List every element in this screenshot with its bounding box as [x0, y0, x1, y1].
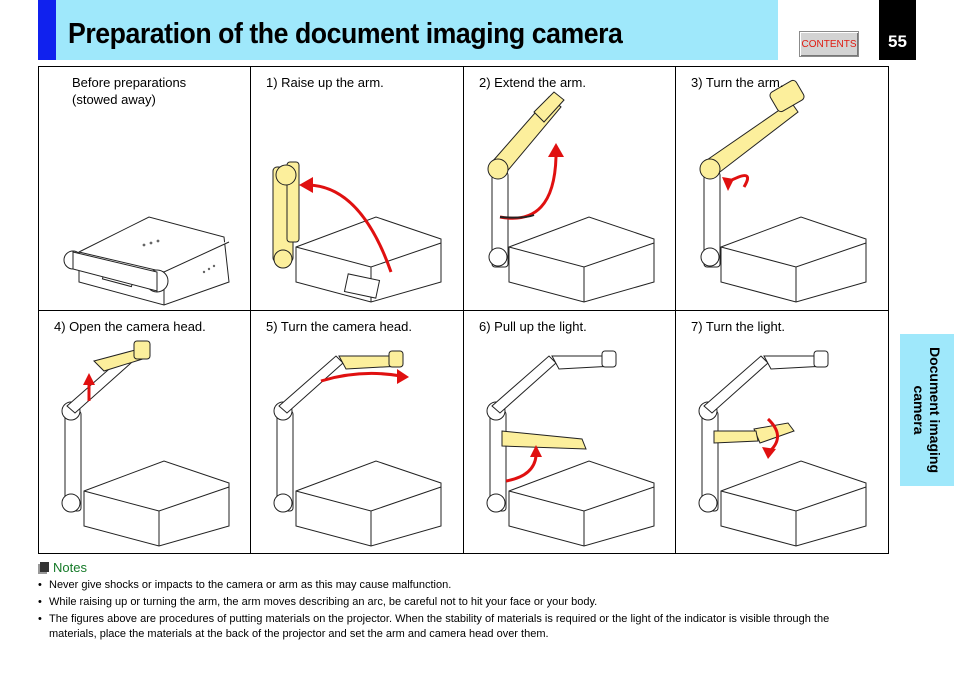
- notes-heading: Notes: [38, 560, 87, 575]
- step-label: 5) Turn the camera head.: [266, 319, 412, 334]
- step-cell-turn-arm: 3) Turn the arm.: [676, 67, 888, 309]
- extend-arm-illustration: [487, 91, 655, 303]
- step-label: 6) Pull up the light.: [479, 319, 587, 334]
- stowed-camera-illustration: [63, 216, 230, 306]
- step-label: 7) Turn the light.: [691, 319, 785, 334]
- page-number-box: [879, 0, 916, 60]
- page-number: 55: [888, 32, 907, 51]
- step-label: 3) Turn the arm.: [691, 75, 784, 90]
- step-label: 1) Raise up the arm.: [266, 75, 384, 90]
- turn-camera-head-illustration: [273, 350, 442, 547]
- grid-divider: [39, 310, 888, 311]
- step-label: Before preparations (stowed away): [72, 75, 187, 107]
- contents-button[interactable]: CONTENTS: [799, 31, 859, 57]
- turn-arm-illustration: [699, 79, 867, 303]
- note-item: While raising up or turning the arm, the…: [38, 595, 878, 610]
- notes-icon: [38, 561, 49, 574]
- step-grid: Before preparations (stowed away) 1) Rai…: [38, 66, 889, 554]
- step-cell-turn-light: 7) Turn the light.: [676, 311, 888, 553]
- side-tab-label: Document imaging camera: [911, 346, 943, 473]
- step-label: 4) Open the camera head.: [54, 319, 206, 334]
- open-camera-head-illustration: [61, 340, 230, 547]
- pull-up-light-illustration: [486, 350, 655, 547]
- step-cell-extend-arm: 2) Extend the arm.: [464, 67, 676, 309]
- raise-arm-illustration: [272, 161, 442, 303]
- header-band: [38, 0, 778, 60]
- step-cell-open-camera-head: 4) Open the camera head.: [39, 311, 251, 553]
- turn-light-illustration: [698, 350, 867, 547]
- notes-list: Never give shocks or impacts to the came…: [38, 578, 878, 644]
- page-title: Preparation of the document imaging came…: [68, 18, 623, 50]
- step-cell-pull-up-light: 6) Pull up the light.: [464, 311, 676, 553]
- note-item: Never give shocks or impacts to the came…: [38, 578, 878, 593]
- step-cell-turn-camera-head: 5) Turn the camera head.: [251, 311, 463, 553]
- step-cell-stowed: Before preparations (stowed away): [39, 67, 251, 309]
- step-cell-raise-arm: 1) Raise up the arm.: [251, 67, 463, 309]
- side-tab[interactable]: [900, 334, 954, 486]
- step-label: 2) Extend the arm.: [479, 75, 586, 90]
- note-item: The figures above are procedures of putt…: [38, 612, 878, 642]
- header-accent-bar: [38, 0, 56, 60]
